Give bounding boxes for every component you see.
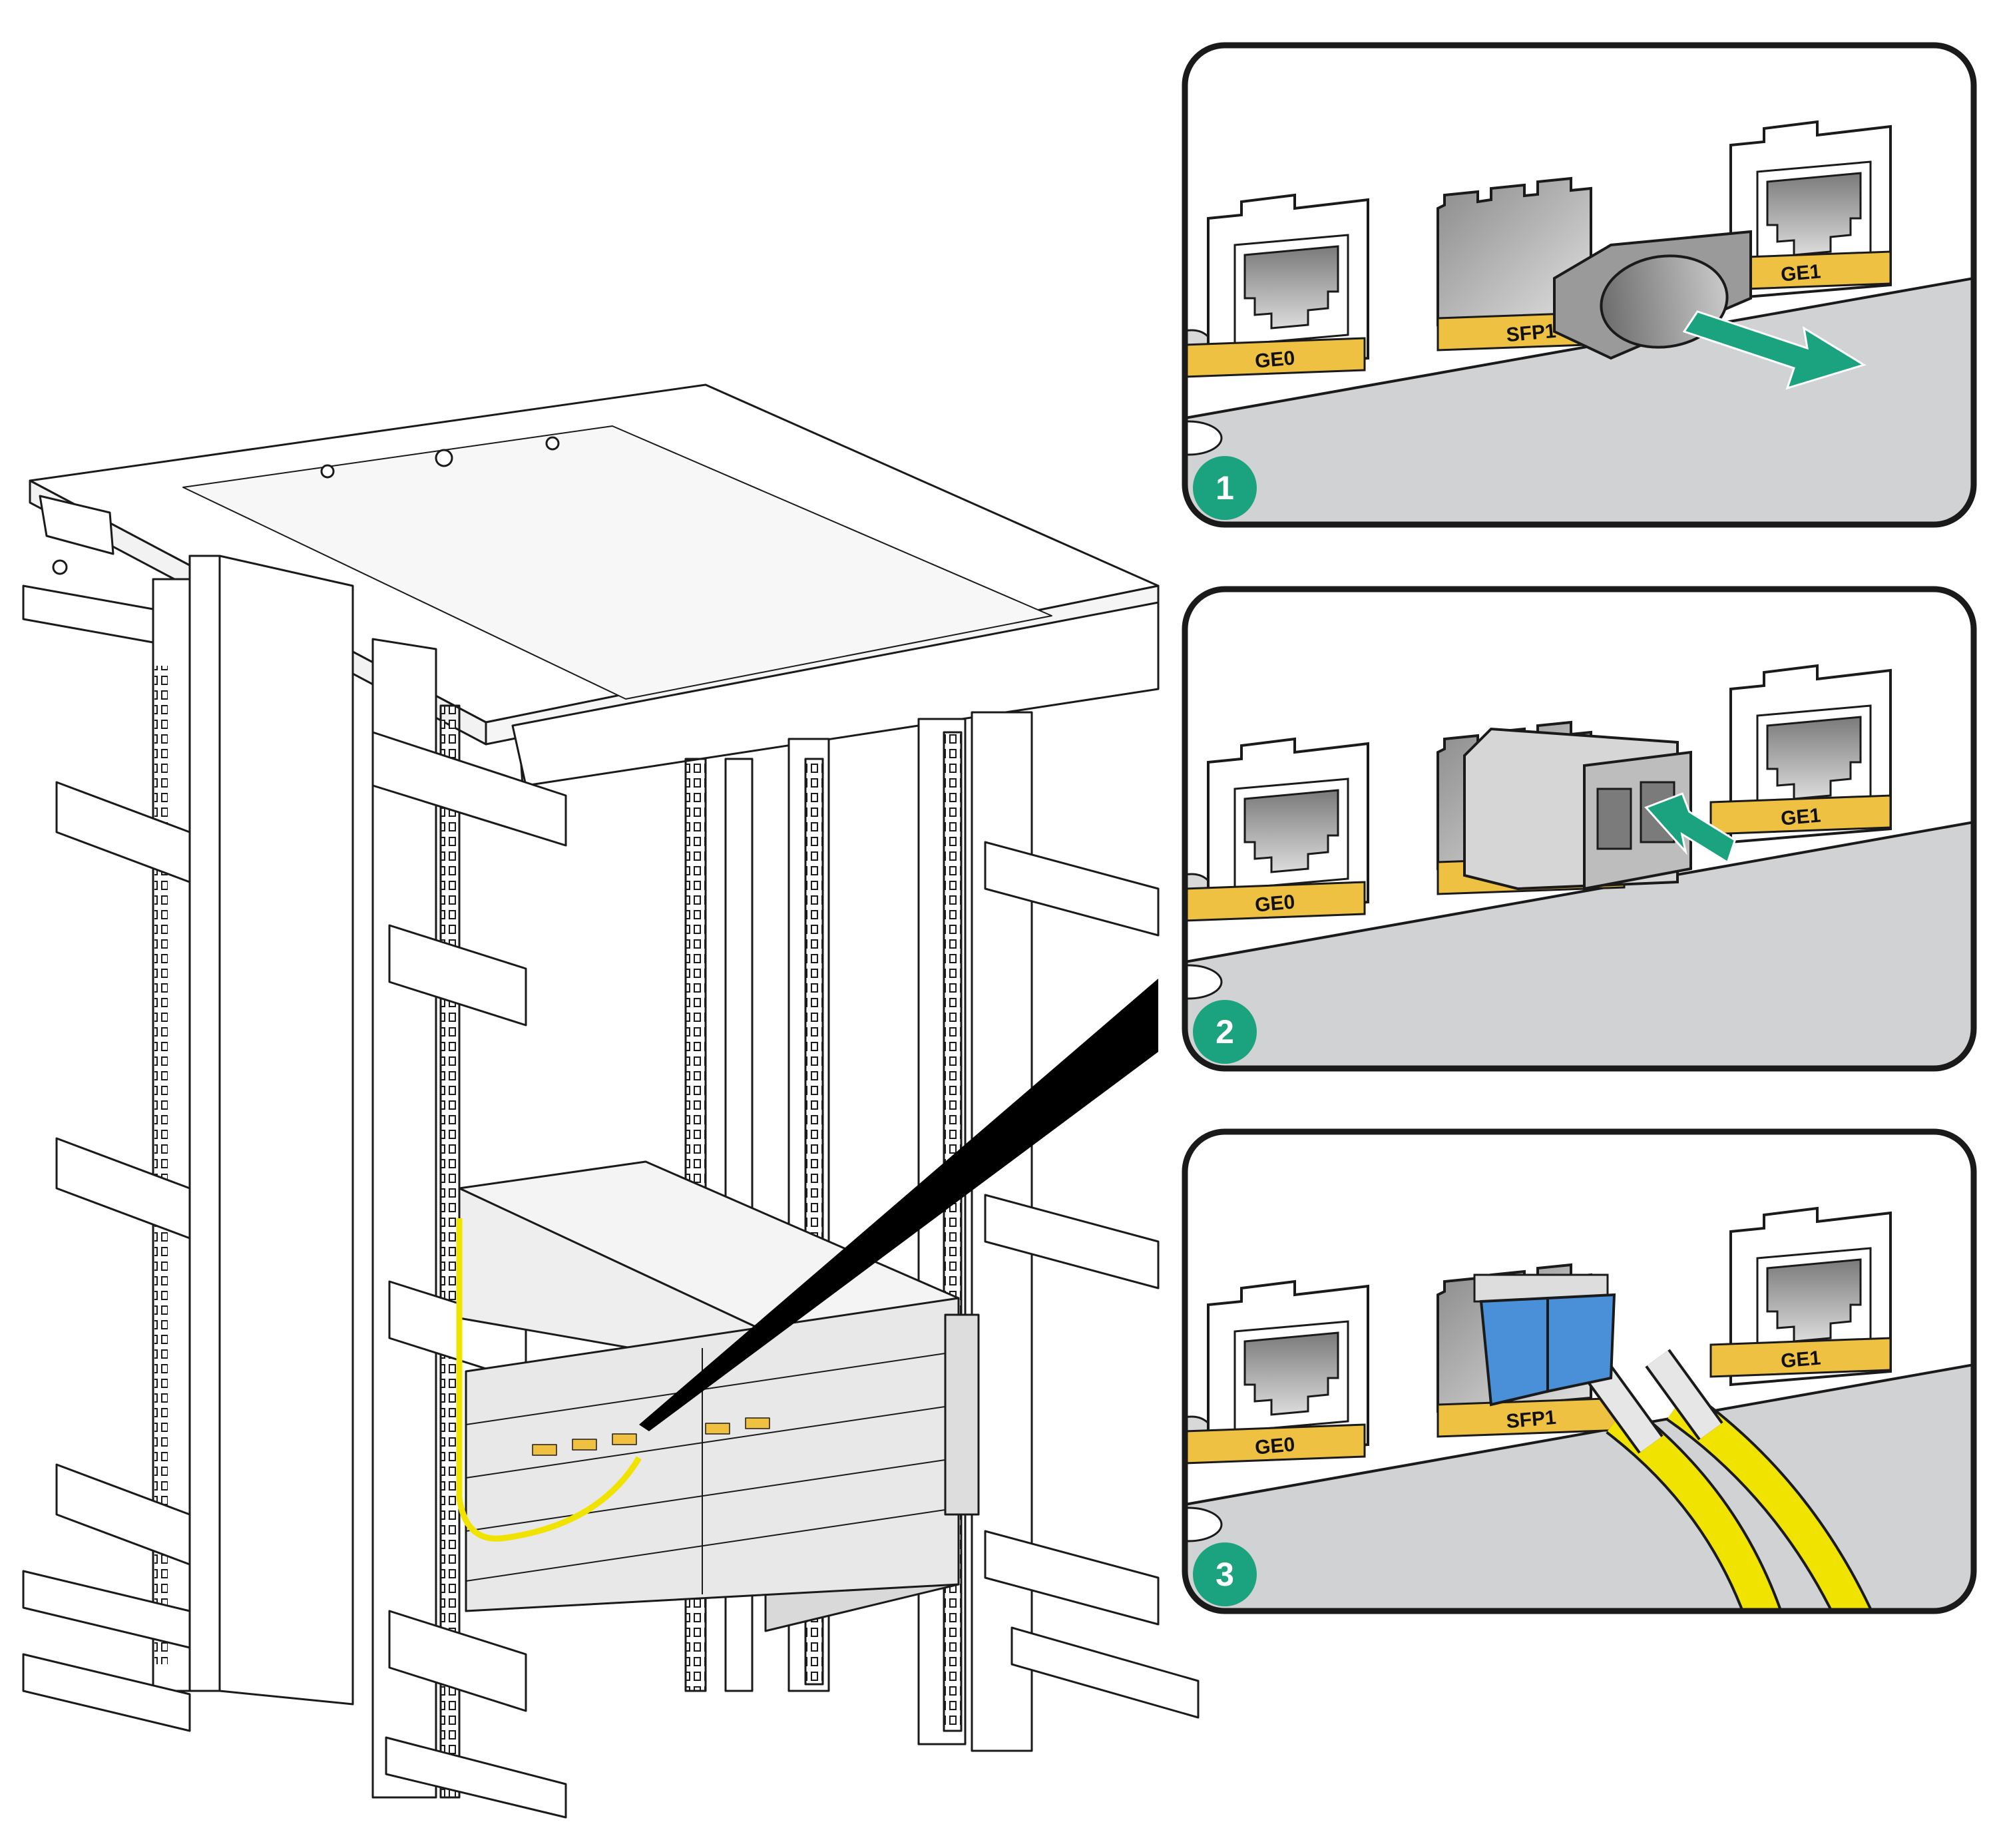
panel-frame-2 <box>1182 586 1977 1072</box>
step-number: 1 <box>1216 469 1234 507</box>
ge1-label: GE1 <box>1780 804 1822 829</box>
sfp1-cage <box>1437 176 1592 327</box>
rack-fiber-cable <box>456 1218 642 1542</box>
cable-brackets <box>388 841 1200 1719</box>
ge0-port <box>1207 1279 1369 1460</box>
ge0-label: GE0 <box>1254 891 1296 916</box>
ge1-label-strip <box>1709 1337 1892 1378</box>
faceplate-floor <box>1185 820 1974 1068</box>
insert-arrow-icon <box>1644 792 1737 864</box>
equipment-rack <box>22 383 1200 1819</box>
detail-panel-2: GE0GE1SFP12 <box>1182 586 1977 1072</box>
sfp1-label: SFP1 <box>1505 320 1557 346</box>
panel-frame-1 <box>1182 42 1977 528</box>
ge1-label: GE1 <box>1780 260 1822 286</box>
sfp-transceiver-module <box>1463 727 1692 891</box>
ge0-port <box>1207 737 1369 917</box>
step-badge-1: 1 <box>1193 456 1257 520</box>
ge0-label-strip <box>1185 1423 1366 1465</box>
remove-arrow-icon <box>1682 310 1867 390</box>
ge1-port <box>1729 120 1892 300</box>
rack-left-side <box>22 559 191 1732</box>
ge0-label-strip <box>1185 337 1366 378</box>
step-badge-3: 3 <box>1193 1542 1257 1606</box>
ge1-label-strip <box>1709 794 1892 835</box>
ge0-label: GE0 <box>1254 347 1296 372</box>
ge1-port <box>1729 664 1892 844</box>
step-badge-2: 2 <box>1193 1000 1257 1064</box>
ge0-label-strip <box>1185 881 1366 922</box>
callout-wedge <box>639 979 1158 1431</box>
panel-frame-3 <box>1182 1128 1977 1614</box>
lc-fiber-connector <box>1473 1273 1882 1611</box>
ge1-label: GE1 <box>1780 1347 1822 1372</box>
sfp1-label: SFP1 <box>1505 1407 1557 1433</box>
step-number: 3 <box>1216 1556 1234 1593</box>
step-number: 2 <box>1216 1013 1234 1050</box>
ge0-label: GE0 <box>1254 1433 1296 1459</box>
